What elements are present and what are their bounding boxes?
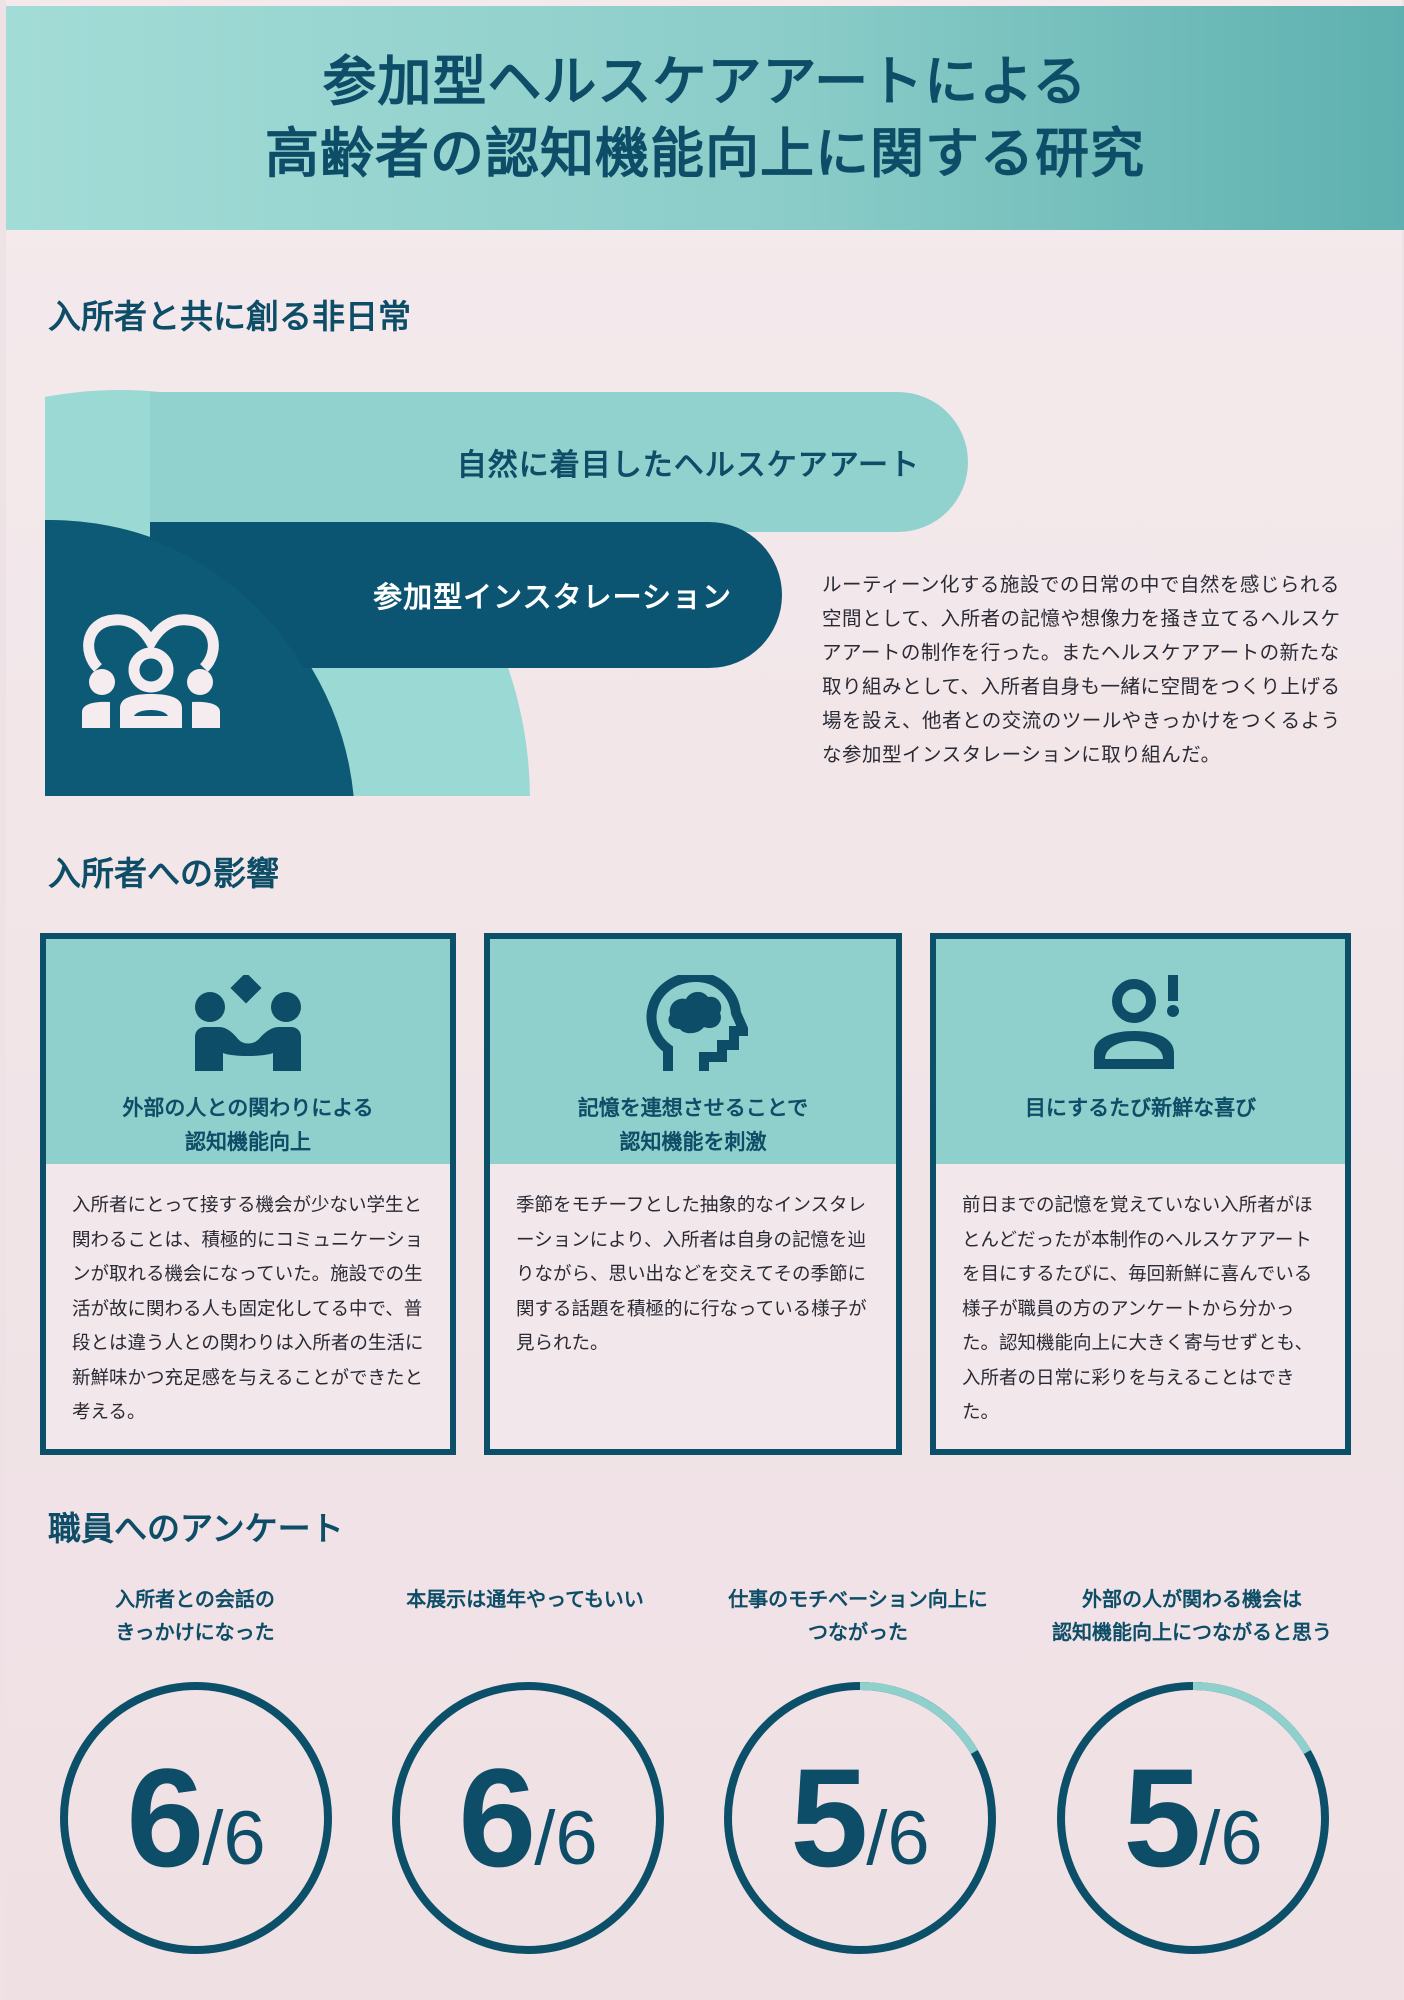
impact-card-memory-stimulation: 記憶を連想させることで 認知機能を刺激 季節をモチーフとした抽象的なインスタレー… (484, 933, 902, 1455)
survey-ring-3 (724, 1682, 996, 1954)
survey-ring-1 (60, 1682, 332, 1954)
survey-result-3: 5/6 (790, 1739, 930, 1896)
card-2-title-line-2: 認知機能を刺激 (619, 1130, 767, 1154)
survey-question-1: 入所者との会話の きっかけになった (115, 1587, 275, 1644)
survey-result-4: 5/6 (1123, 1739, 1263, 1896)
survey-ring-2 (392, 1682, 664, 1954)
section-heading-staff-survey: 職員へのアンケート (48, 1509, 344, 1548)
impact-card-fresh-joy: 目にするたび新鮮な喜び 前日までの記憶を覚えていない入所者がほとんどだったが本制… (930, 933, 1351, 1455)
impact-card-external-interaction: 外部の人との関わりによる 認知機能向上 入所者にとって接する機会が少ない学生と関… (40, 933, 456, 1455)
pill-healthcare-art-label: 自然に着目したヘルスケアアート (456, 448, 920, 483)
poster-header: 参加型ヘルスケアアートによる 高齢者の認知機能向上に関する研究 (6, 6, 1404, 230)
title-line-1: 参加型ヘルスケアアートによる (322, 50, 1088, 113)
card-2-title-line-1: 記憶を連想させることで (577, 1096, 809, 1120)
pill-healthcare-art: 自然に着目したヘルスケアアート (150, 392, 968, 532)
survey-result-1: 6/6 (126, 1739, 266, 1896)
survey-ring-4 (1057, 1682, 1329, 1954)
card-3-body: 前日までの記憶を覚えていない入所者がほとんどだったが本制作のヘルスケアアートを目… (962, 1195, 1313, 1423)
survey-question-2: 本展示は通年やってもいい (406, 1587, 644, 1611)
card-2-body: 季節をモチーフとした抽象的なインスタレーションにより、入所者は自身の記憶を辿りな… (516, 1195, 867, 1354)
survey-question-4: 外部の人が関わる機会は 認知機能向上につながると思う (1052, 1587, 1332, 1644)
head-brain-icon (646, 975, 748, 1071)
person-exclamation-icon (1093, 975, 1179, 1069)
handshake-people-icon (195, 975, 301, 1071)
pill-participatory-installation-label: 参加型インスタレーション (373, 580, 732, 614)
group-heart-icon (82, 614, 220, 728)
card-1-title-line-1: 外部の人との関わりによる (122, 1096, 374, 1120)
concept-description: ルーティーン化する施設での日常の中で自然を感じられる空間として、入所者の記憶や想… (822, 573, 1341, 766)
section-heading-co-creation: 入所者と共に創る非日常 (48, 297, 411, 336)
section-heading-impact: 入所者への影響 (48, 854, 279, 893)
survey-question-3: 仕事のモチベーション向上に つながった (728, 1587, 988, 1644)
card-1-body: 入所者にとって接する機会が少ない学生と関わることは、積極的にコミュニケーションが… (72, 1195, 424, 1423)
card-3-title-line-1: 目にするたび新鮮な喜び (1024, 1096, 1257, 1120)
title-line-2: 高齢者の認知機能向上に関する研究 (265, 122, 1145, 185)
card-1-title-line-2: 認知機能向上 (184, 1130, 311, 1154)
survey-result-2: 6/6 (458, 1739, 598, 1896)
